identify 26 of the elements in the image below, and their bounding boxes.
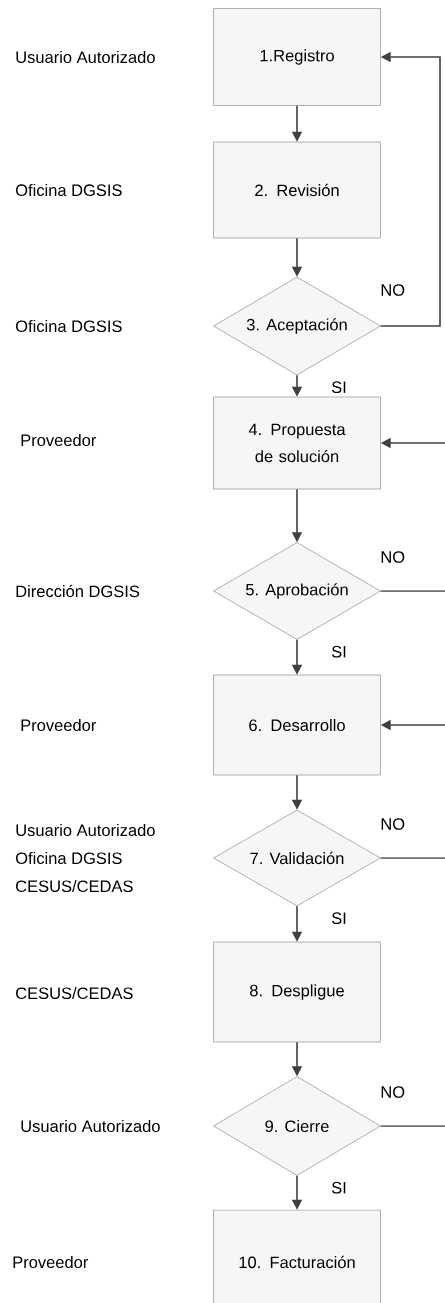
role-label: CESUS/CEDAS bbox=[16, 986, 133, 1000]
edge-label: SI bbox=[331, 381, 346, 394]
process-box: 6. Desarrollo bbox=[213, 674, 381, 776]
edge-label: NO bbox=[381, 1086, 405, 1098]
role-label: Oficina DGSIS bbox=[16, 851, 122, 865]
role-label: Proveedor bbox=[21, 433, 97, 447]
edge-label: SI bbox=[331, 645, 346, 658]
process-box: 8. Despligue bbox=[213, 941, 381, 1043]
process-box: 4. Propuesta de solución bbox=[213, 396, 381, 490]
role-label: Usuario Autorizado bbox=[21, 1119, 160, 1133]
role-label: Proveedor bbox=[13, 1255, 89, 1269]
process-box: 2. Revisión bbox=[213, 141, 381, 239]
edge-label: NO bbox=[381, 551, 405, 563]
role-label: CESUS/CEDAS bbox=[16, 879, 133, 893]
role-label: Usuario Autorizado bbox=[16, 50, 155, 64]
edge-label: SI bbox=[331, 1181, 346, 1194]
role-label: Proveedor bbox=[21, 718, 97, 732]
role-label: Oficina DGSIS bbox=[16, 319, 122, 333]
role-label: Oficina DGSIS bbox=[16, 183, 122, 197]
edge-label: SI bbox=[331, 912, 346, 925]
process-box: 10. Facturación bbox=[213, 1209, 381, 1303]
edge-label: NO bbox=[381, 284, 405, 296]
edge-label: NO bbox=[381, 818, 405, 830]
process-box: 1.Registro bbox=[213, 8, 381, 106]
role-label: Dirección DGSIS bbox=[16, 584, 140, 598]
role-label: Usuario Autorizado bbox=[16, 823, 155, 837]
